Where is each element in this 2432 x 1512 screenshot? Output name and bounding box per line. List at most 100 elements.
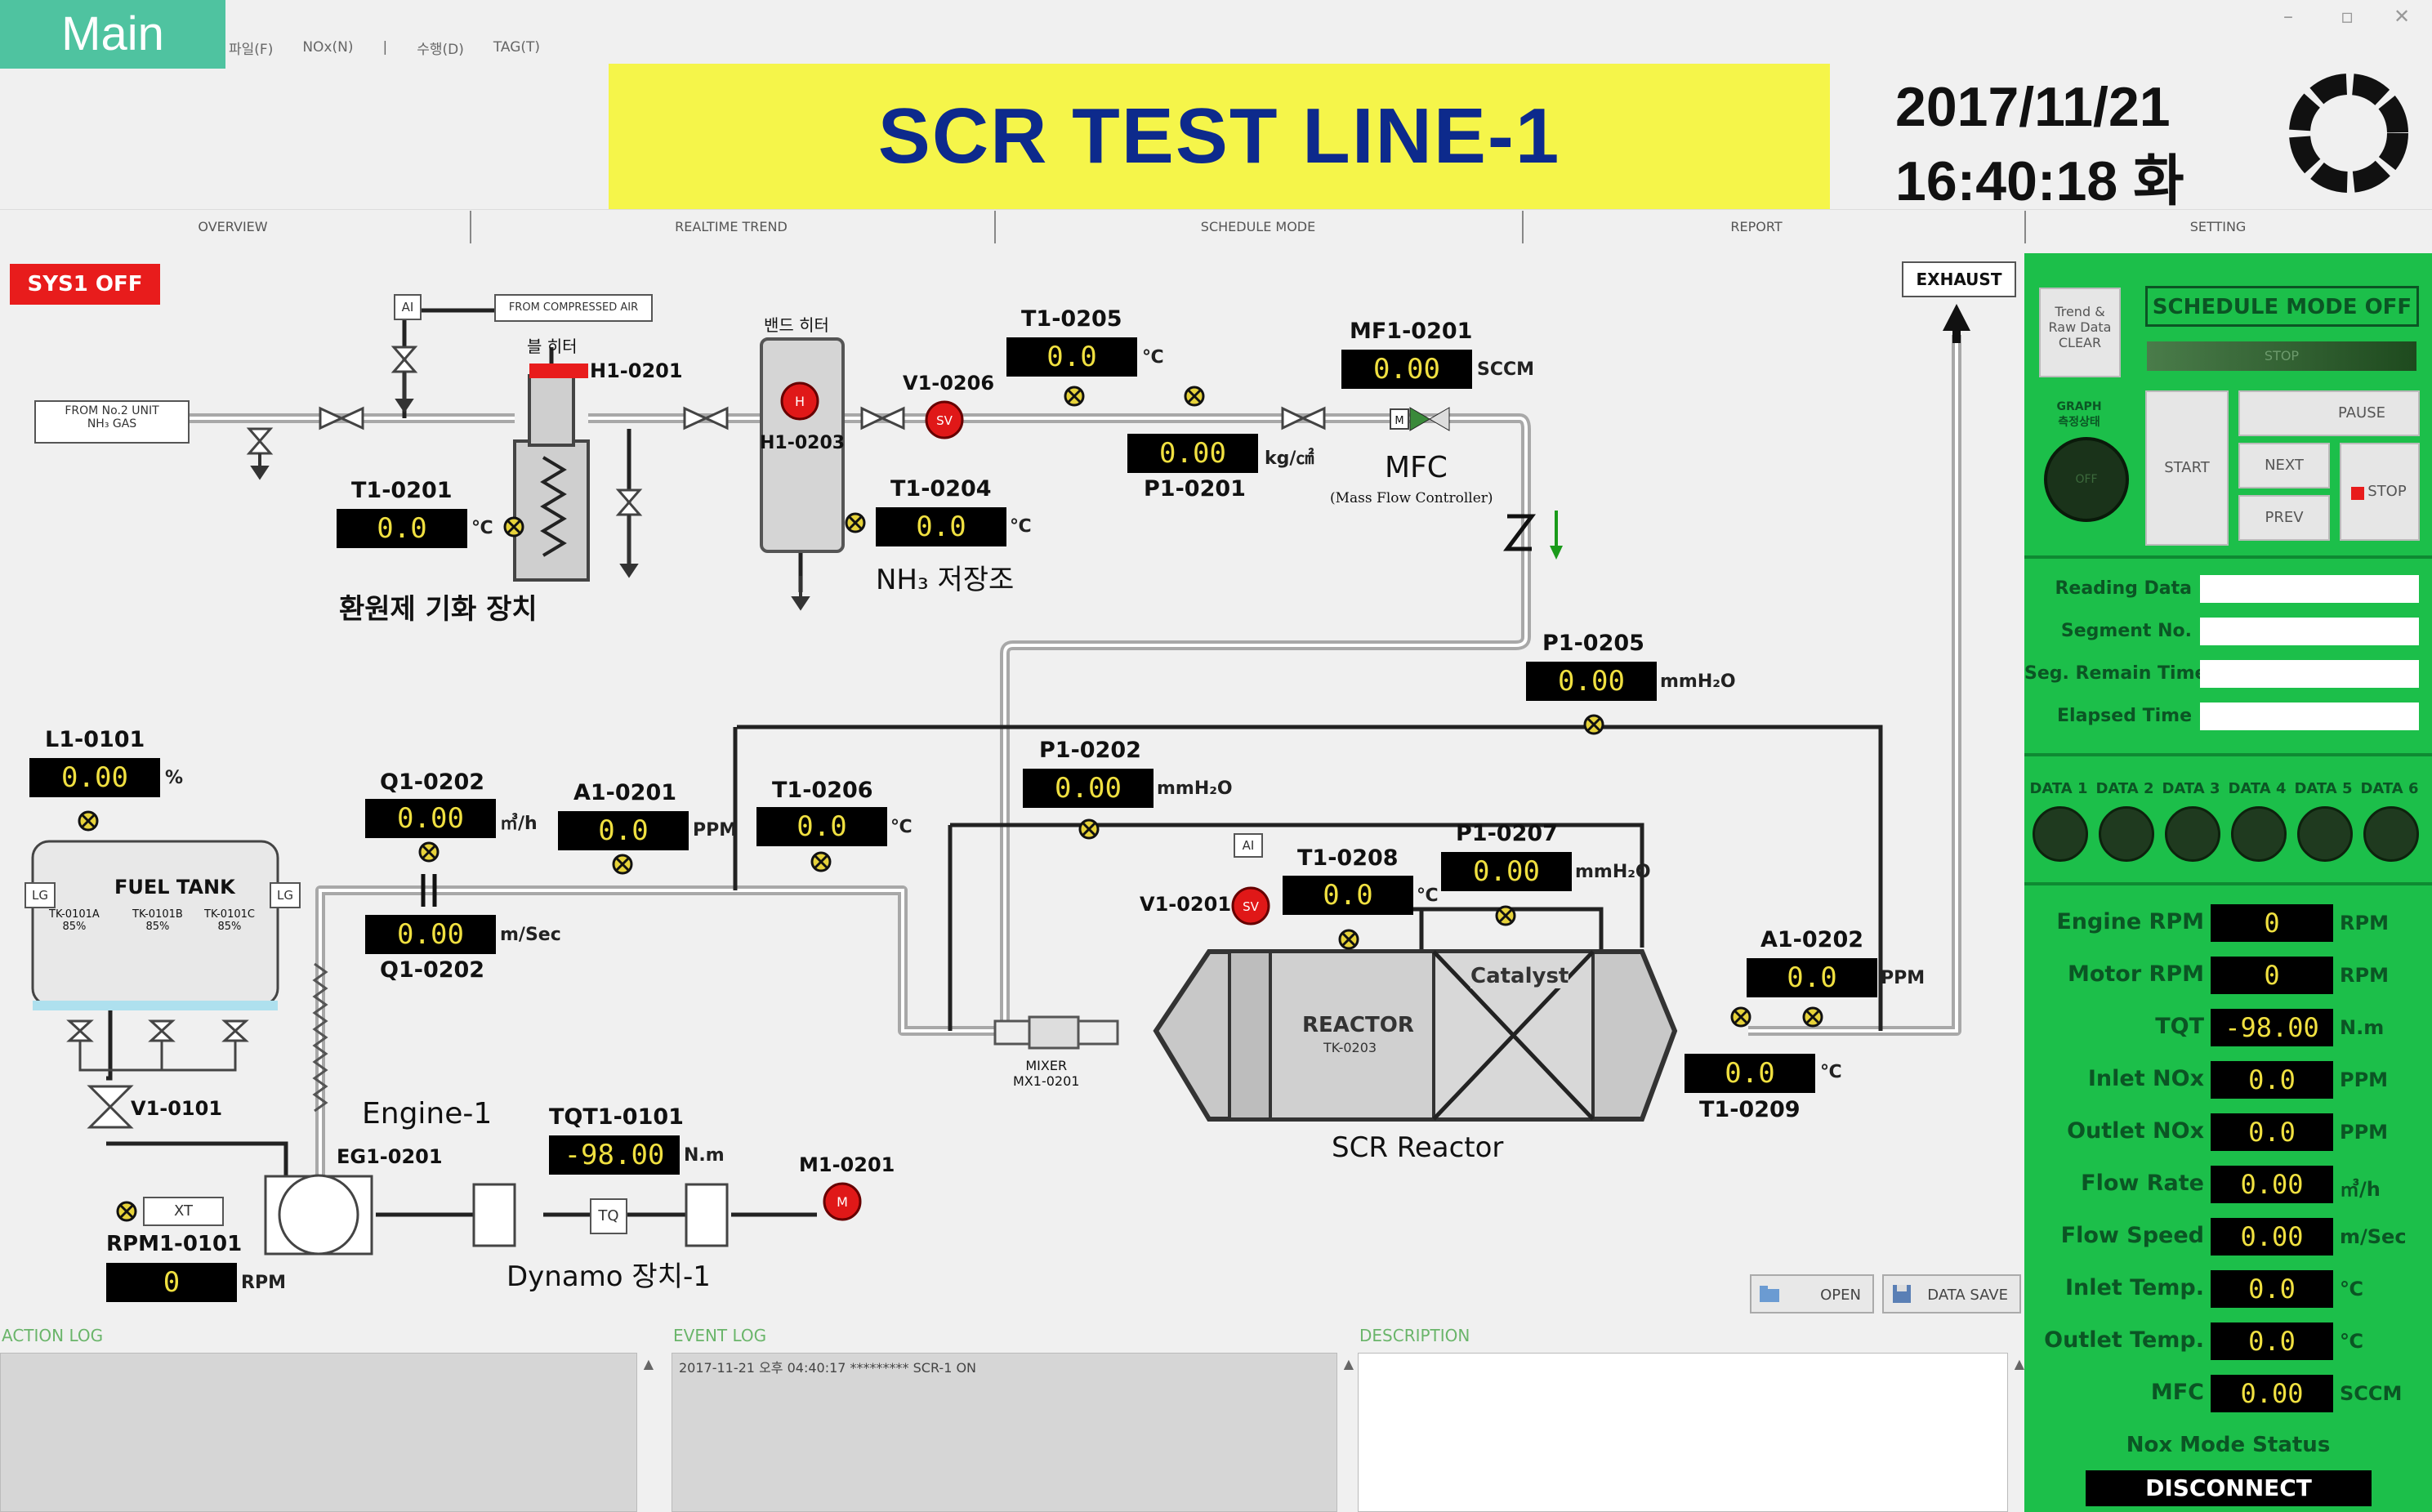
page-title: SCR TEST LINE-1: [609, 64, 1830, 209]
p1-0201-value: 0.00: [1127, 434, 1258, 473]
flow-speed-unit: m/Sec: [2340, 1225, 2407, 1248]
sensor-t1-0204-icon: [845, 512, 866, 533]
sensor-t1-0206-icon: [810, 851, 832, 872]
p1-0207-unit: mmH₂O: [1575, 862, 1651, 882]
flow-rate-unit: ㎥/h: [2340, 1178, 2381, 1201]
tab-realtime-trend[interactable]: REALTIME TREND: [675, 219, 788, 234]
mixer-label: MIXER MX1-0201: [1013, 1058, 1080, 1089]
xt-box: XT: [143, 1197, 224, 1226]
main-tab-tag[interactable]: Main: [0, 0, 225, 69]
mf1-0201-tag: MF1-0201: [1350, 319, 1473, 344]
t1-0208-unit: ℃: [1417, 885, 1439, 906]
q1-0202-speed-tag: Q1-0202: [380, 957, 485, 983]
sensor-t1-0208-icon: [1338, 929, 1359, 950]
menu-run[interactable]: 수행(D): [417, 41, 464, 58]
reading-data-label: Reading Data: [2055, 578, 2192, 599]
a1-0202-unit: PPM: [1881, 968, 1926, 988]
inlet-nox-value: 0.0: [2211, 1061, 2333, 1099]
divider: [2024, 555, 2432, 559]
next-button[interactable]: NEXT: [2238, 443, 2330, 488]
engine-rpm-value: 0: [2211, 904, 2333, 942]
scr-reactor-caption: SCR Reactor: [1332, 1131, 1504, 1164]
process-diagram: [31, 304, 1970, 1256]
scroll-up-icon[interactable]: ▲: [2014, 1356, 2024, 1372]
q1-0202-flow-value: 0.00: [365, 799, 496, 838]
menu-file[interactable]: 파일(F): [229, 41, 274, 58]
band-heater-label: 밴드 히터: [764, 315, 829, 335]
flow-speed-value: 0.00: [2211, 1218, 2333, 1256]
solenoid-valve-v1-0206-icon[interactable]: SV: [923, 399, 966, 441]
data-6-lamp: [2363, 806, 2419, 862]
sys-status-button[interactable]: SYS1 OFF: [10, 264, 160, 305]
svg-text:H: H: [795, 394, 805, 409]
time-display: 16:40:18 화: [1895, 150, 2184, 212]
heater-label: 블 히터: [527, 337, 578, 356]
a1-0201-unit: PPM: [693, 820, 738, 841]
start-button[interactable]: START: [2145, 390, 2229, 546]
tank-c-label: TK-0101C 85%: [204, 908, 255, 933]
p1-0207-value: 0.00: [1441, 852, 1572, 891]
inlet-temp-unit: ℃: [2340, 1278, 2364, 1300]
tab-report[interactable]: REPORT: [1730, 219, 1783, 234]
maximize-icon[interactable]: ▫: [2341, 5, 2354, 28]
menu-nox[interactable]: NOx(N): [302, 39, 354, 56]
tqt1-0101-tag: TQT1-0101: [549, 1104, 684, 1130]
tqt1-0101-unit: N.m: [684, 1145, 725, 1166]
q1-0202-flow-tag: Q1-0202: [380, 769, 485, 795]
a1-0201-tag: A1-0201: [573, 780, 677, 805]
q1-0202-speed-unit: m/Sec: [500, 925, 561, 945]
tab-setting[interactable]: SETTING: [2189, 219, 2247, 234]
motor-rpm-unit: RPM: [2340, 964, 2389, 987]
menu-tag[interactable]: TAG(T): [493, 39, 541, 56]
sensor-p1-0202-icon: [1078, 818, 1100, 840]
t1-0205-unit: ℃: [1142, 347, 1164, 368]
exhaust-label: EXHAUST: [1902, 261, 2016, 297]
outlet-temp-unit: ℃: [2340, 1330, 2364, 1353]
close-icon[interactable]: ✕: [2394, 5, 2411, 28]
t1-0204-unit: ℃: [1010, 516, 1032, 537]
rpm1-0101-unit: RPM: [241, 1273, 286, 1293]
a1-0202-value: 0.0: [1747, 958, 1877, 997]
schedule-mode-button[interactable]: SCHEDULE MODE OFF: [2145, 286, 2419, 327]
t1-0206-tag: T1-0206: [772, 778, 873, 803]
l1-0101-tag: L1-0101: [45, 727, 145, 752]
tank-a-label: TK-0101A 85%: [49, 908, 100, 933]
data-1-label: DATA 1: [2029, 780, 2088, 797]
heater-h1-0203-icon[interactable]: H: [779, 380, 821, 422]
inlet-nox-label: Inlet NOx: [2087, 1066, 2204, 1091]
mfc-valve-icon[interactable]: M: [1389, 401, 1454, 437]
open-button[interactable]: OPEN: [1750, 1274, 1874, 1314]
solenoid-valve-v1-0201-icon[interactable]: SV: [1229, 885, 1272, 927]
from-air-box: FROM COMPRESSED AIR: [494, 294, 653, 322]
tab-divider: [2024, 211, 2026, 243]
prev-button[interactable]: PREV: [2238, 495, 2330, 541]
scroll-up-icon[interactable]: ▲: [1343, 1356, 1354, 1372]
tab-overview[interactable]: OVERVIEW: [198, 219, 268, 234]
segment-no-label: Segment No.: [2060, 621, 2192, 641]
elapsed-time-label: Elapsed Time: [2057, 706, 2192, 726]
divider: [2024, 753, 2432, 756]
description-text[interactable]: [1358, 1353, 2008, 1512]
h1-0201-tag: H1-0201: [590, 359, 683, 382]
pause-button[interactable]: PAUSE: [2238, 390, 2420, 436]
tab-schedule-mode[interactable]: SCHEDULE MODE: [1200, 219, 1316, 234]
event-log-list[interactable]: 2017-11-21 오후 04:40:17 ********* SCR-1 O…: [672, 1353, 1337, 1512]
motor-m1-0201-icon[interactable]: M: [821, 1180, 863, 1223]
fuel-tank-caption: FUEL TANK: [114, 876, 235, 899]
outlet-nox-label: Outlet NOx: [2067, 1118, 2204, 1144]
svg-text:M: M: [1394, 415, 1403, 427]
folder-icon: [1760, 1286, 1779, 1302]
sensor-t1-0209-icon: [1730, 1006, 1751, 1028]
minimize-icon[interactable]: –: [2283, 5, 2293, 28]
sensor-p1-0207-icon: [1495, 905, 1516, 926]
action-log-list[interactable]: [0, 1353, 637, 1512]
clear-data-button[interactable]: Trend & Raw Data CLEAR: [2039, 288, 2121, 377]
nox-mode-status-label: Nox Mode Status: [2126, 1433, 2331, 1457]
scroll-up-icon[interactable]: ▲: [643, 1356, 654, 1372]
flow-rate-label: Flow Rate: [2081, 1171, 2204, 1196]
engine-caption: Engine-1: [362, 1097, 493, 1131]
sensor-t1-0205-icon: [1064, 386, 1085, 407]
sensor-l1-0101-icon: [78, 810, 99, 832]
t1-0201-value: 0.0: [337, 509, 467, 548]
p1-0201-tag: P1-0201: [1144, 476, 1246, 502]
